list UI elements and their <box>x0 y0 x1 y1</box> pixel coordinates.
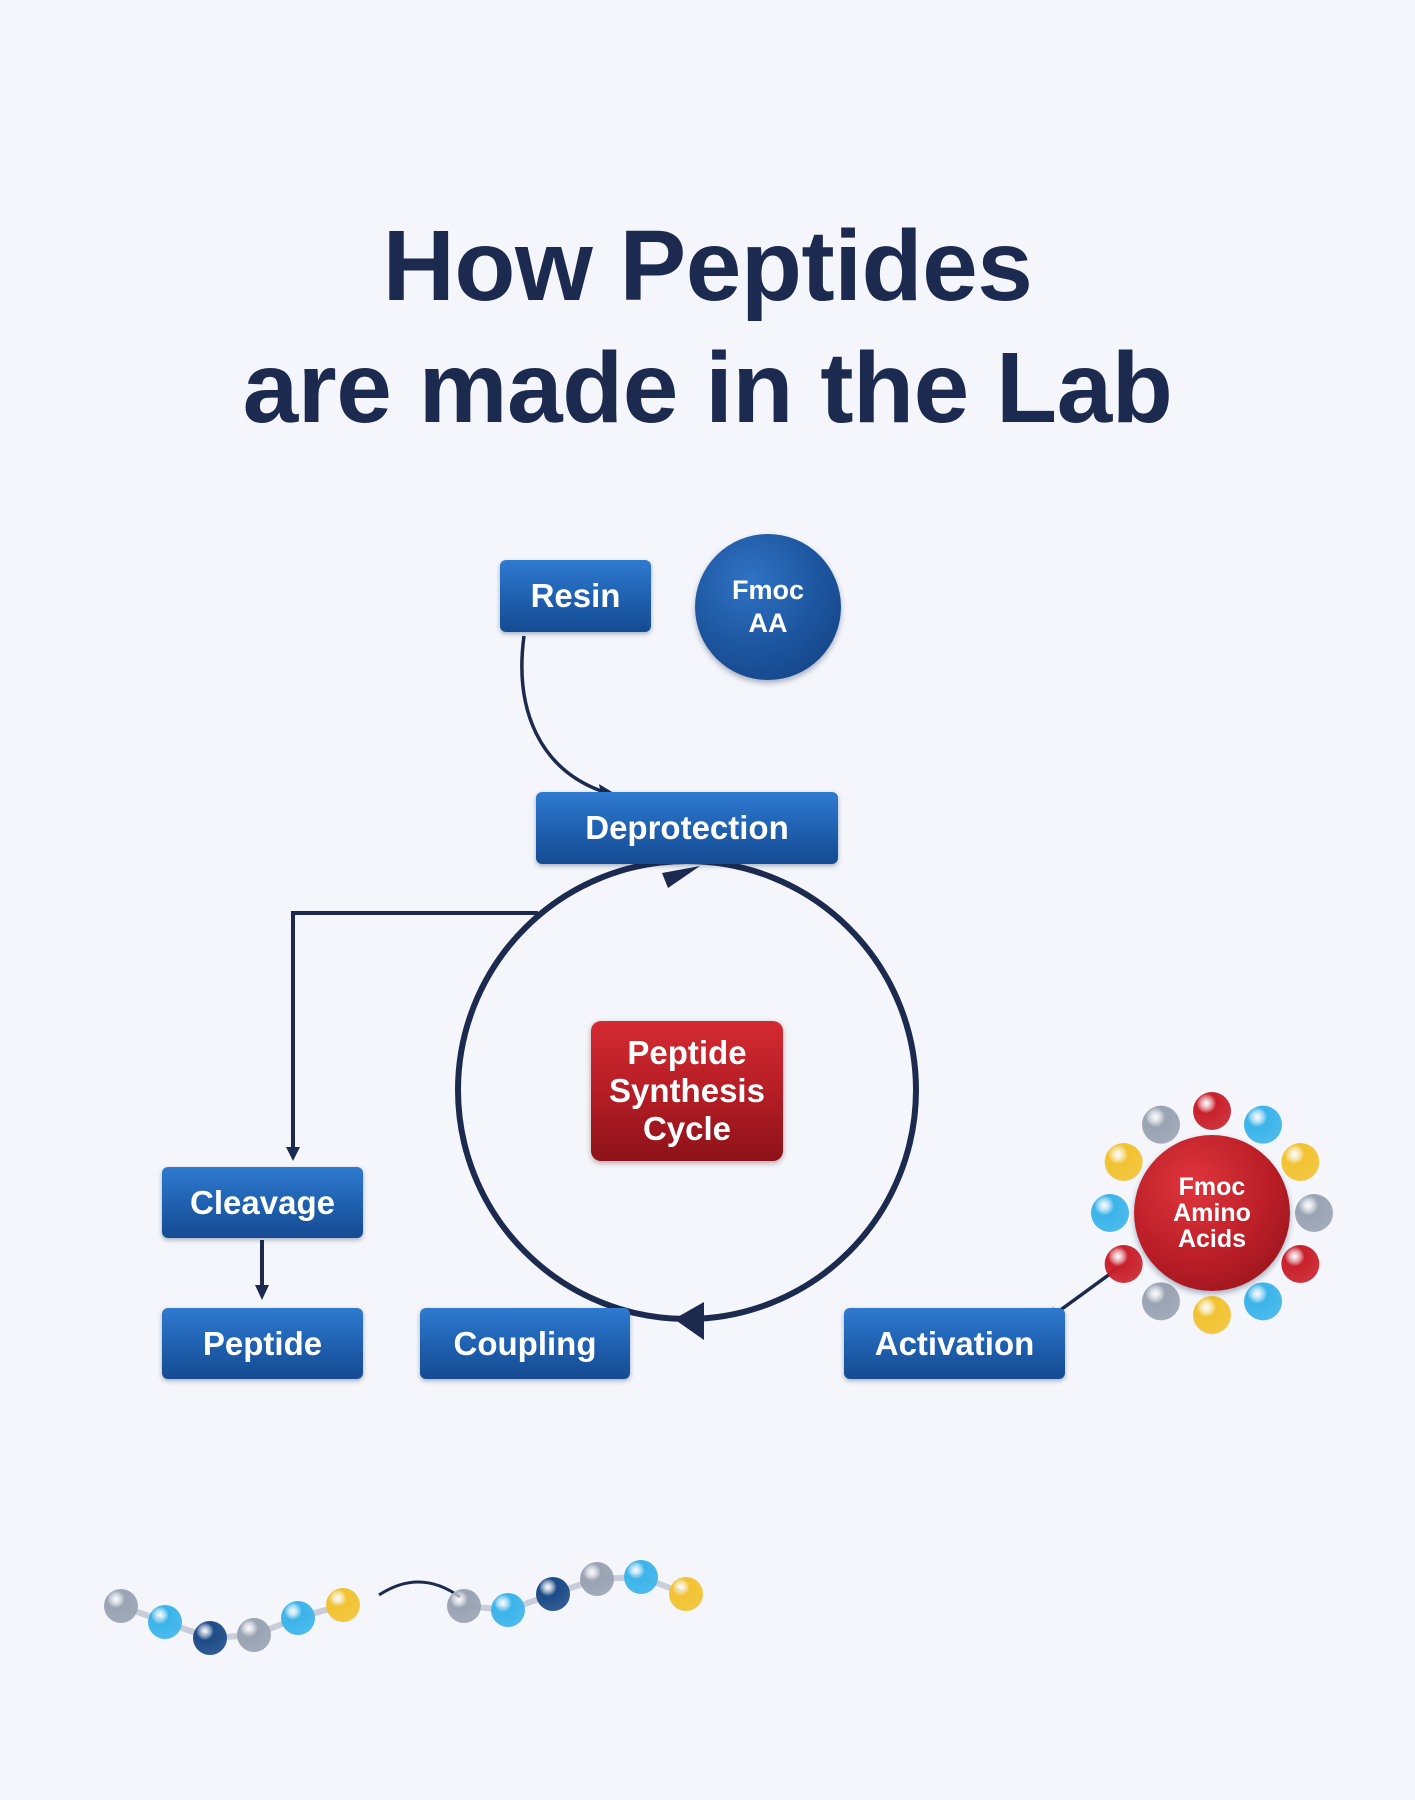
peptide-chain-left <box>104 1588 360 1655</box>
cluster-bead <box>1142 1105 1180 1144</box>
title-line-1: How Peptides <box>382 210 1033 322</box>
amino-acid-cluster-beads <box>1091 1092 1333 1334</box>
fmoc-amino-acids-label: Fmoc Amino Acids <box>1173 1173 1251 1253</box>
activation-label: Activation <box>874 1324 1035 1362</box>
cluster-bead <box>1244 1282 1282 1321</box>
chain-bead <box>624 1560 658 1594</box>
cluster-bead <box>1244 1105 1282 1144</box>
chain-bead <box>326 1588 360 1622</box>
chain-bead <box>580 1562 614 1596</box>
peptide-arrowhead <box>255 1285 269 1300</box>
chain-bead <box>281 1601 315 1635</box>
cluster-bead <box>1281 1143 1320 1181</box>
coupling-box[interactable]: Coupling <box>420 1308 630 1379</box>
cycle-arrowhead-top <box>662 866 700 888</box>
cluster-bead <box>1193 1092 1231 1130</box>
title-line-2: are made in the Lab <box>242 332 1173 444</box>
cycle-label: Peptide Synthesis Cycle <box>609 1034 765 1147</box>
chain-bead <box>536 1577 570 1611</box>
chain-bead <box>148 1605 182 1639</box>
cluster-bead <box>1193 1296 1231 1334</box>
peptide-chain-right <box>447 1560 703 1627</box>
resin-box[interactable]: Resin <box>500 560 651 632</box>
cleavage-arrowhead <box>286 1147 300 1161</box>
chain-link-arc <box>378 1580 461 1599</box>
resin-to-deprotection-arrow <box>520 635 605 794</box>
cycle-arrowhead-bottom <box>674 1302 704 1340</box>
fmoc-aa-label: Fmoc AA <box>731 575 804 638</box>
coupling-label: Coupling <box>453 1324 597 1362</box>
chain-bead <box>237 1618 271 1652</box>
chain-bead <box>491 1593 525 1627</box>
deprotection-box[interactable]: Deprotection <box>536 792 838 864</box>
cleavage-box[interactable]: Cleavage <box>162 1167 363 1238</box>
fmoc-amino-acids-core[interactable]: Fmoc Amino Acids <box>1134 1135 1290 1291</box>
fmoc-aa-circle[interactable]: Fmoc AA <box>695 534 841 680</box>
cleavage-label: Cleavage <box>190 1183 335 1221</box>
cluster-bead <box>1295 1194 1333 1232</box>
cluster-bead <box>1104 1143 1143 1181</box>
cluster-bead <box>1281 1245 1320 1283</box>
cycle-to-cleavage-arrow <box>291 911 538 1150</box>
peptide-label: Peptide <box>202 1324 323 1362</box>
chain-bead <box>447 1589 481 1623</box>
cluster-bead <box>1142 1282 1180 1321</box>
chain-bead <box>193 1621 227 1655</box>
cluster-bead <box>1091 1194 1129 1232</box>
chain-bead <box>669 1577 703 1611</box>
chain-bead <box>104 1589 138 1623</box>
cycle-center-box[interactable]: Peptide Synthesis Cycle <box>591 1021 783 1161</box>
deprotection-label: Deprotection <box>585 809 789 846</box>
activation-box[interactable]: Activation <box>844 1308 1065 1379</box>
peptide-box[interactable]: Peptide <box>162 1308 363 1379</box>
resin-label: Resin <box>530 577 621 614</box>
cluster-bead <box>1104 1245 1143 1283</box>
